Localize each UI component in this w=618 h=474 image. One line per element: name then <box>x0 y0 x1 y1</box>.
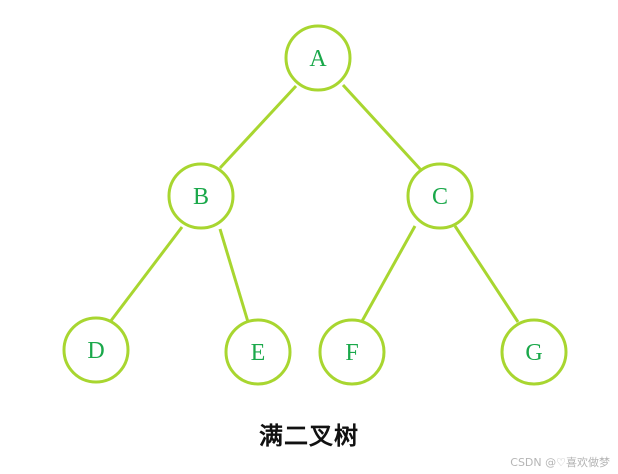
tree-node-b: B <box>167 162 235 230</box>
edge-b-d <box>108 226 184 323</box>
node-circle-g <box>500 318 568 386</box>
tree-node-g: G <box>500 318 568 386</box>
node-circle-c <box>406 162 474 230</box>
edge-a-c <box>341 83 423 172</box>
diagram-caption: 满二叉树 <box>259 421 359 450</box>
edge-c-g <box>453 225 520 323</box>
edges-layer <box>108 83 520 324</box>
node-label-f: F <box>345 340 358 366</box>
edge-a-b <box>218 84 298 170</box>
watermark: CSDN @♡喜欢做梦 <box>510 456 610 469</box>
node-circle-a <box>284 24 352 92</box>
node-label-g: G <box>525 340 542 366</box>
tree-node-a: A <box>284 24 352 92</box>
node-label-d: D <box>87 338 104 364</box>
tree-node-d: D <box>62 316 130 384</box>
node-circle-e <box>224 318 292 386</box>
node-circle-b <box>167 162 235 230</box>
nodes-layer: A B C D E F G <box>62 24 568 386</box>
node-label-e: E <box>251 340 266 366</box>
node-circle-d <box>62 316 130 384</box>
edge-c-f <box>359 225 417 324</box>
tree-node-f: F <box>318 318 386 386</box>
node-label-c: C <box>432 184 448 210</box>
node-label-a: A <box>309 46 327 72</box>
node-label-b: B <box>193 184 209 210</box>
tree-node-c: C <box>406 162 474 230</box>
node-circle-f <box>318 318 386 386</box>
tree-node-e: E <box>224 318 292 386</box>
edge-b-e <box>218 228 250 323</box>
